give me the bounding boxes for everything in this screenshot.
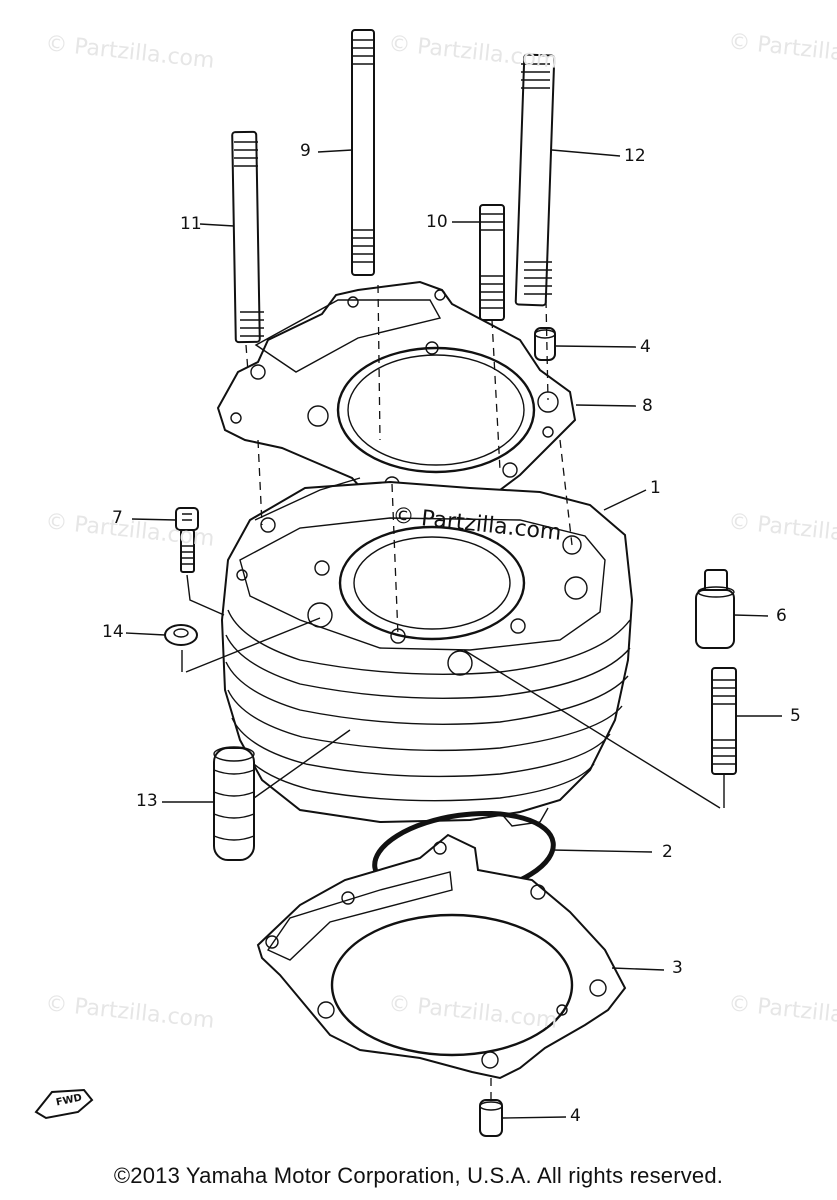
callout-8[interactable]: 8 — [642, 396, 653, 416]
callout-4-top[interactable]: 4 — [640, 337, 651, 357]
bolt-7[interactable] — [175, 507, 199, 573]
callout-11[interactable]: 11 — [180, 214, 202, 234]
base-gasket-3[interactable] — [256, 833, 627, 1080]
callout-14[interactable]: 14 — [102, 622, 124, 642]
callout-10[interactable]: 10 — [426, 212, 448, 232]
callout-3[interactable]: 3 — [672, 958, 683, 978]
callout-5[interactable]: 5 — [790, 706, 801, 726]
callout-2[interactable]: 2 — [662, 842, 673, 862]
callout-6[interactable]: 6 — [776, 606, 787, 626]
callout-7[interactable]: 7 — [112, 508, 123, 528]
stud-bolt-9[interactable] — [351, 29, 375, 276]
stud-bolt-12[interactable] — [514, 53, 556, 307]
dowel-pin-4-bottom[interactable] — [479, 1099, 503, 1137]
leader-lines — [125, 149, 782, 1119]
assembly-guide-lines — [181, 284, 725, 1100]
callout-13[interactable]: 13 — [136, 791, 158, 811]
stud-bolt-11[interactable] — [231, 130, 264, 344]
stud-bolt-10[interactable] — [479, 204, 505, 321]
stud-5[interactable] — [711, 667, 737, 775]
head-gasket-8[interactable] — [216, 280, 577, 507]
dowel-pin-4-top[interactable] — [534, 327, 556, 361]
copyright-text: ©2013 Yamaha Motor Corporation, U.S.A. A… — [113, 1163, 724, 1188]
washer-14[interactable] — [164, 624, 198, 646]
callout-12[interactable]: 12 — [624, 146, 646, 166]
pin-13[interactable] — [213, 746, 255, 861]
cylinder-1[interactable] — [220, 477, 634, 827]
plug-6[interactable] — [695, 569, 735, 649]
callout-1[interactable]: 1 — [650, 478, 661, 498]
callout-9[interactable]: 9 — [300, 141, 311, 161]
callout-4-bottom[interactable]: 4 — [570, 1106, 581, 1126]
fwd-arrow-icon — [34, 1088, 94, 1120]
